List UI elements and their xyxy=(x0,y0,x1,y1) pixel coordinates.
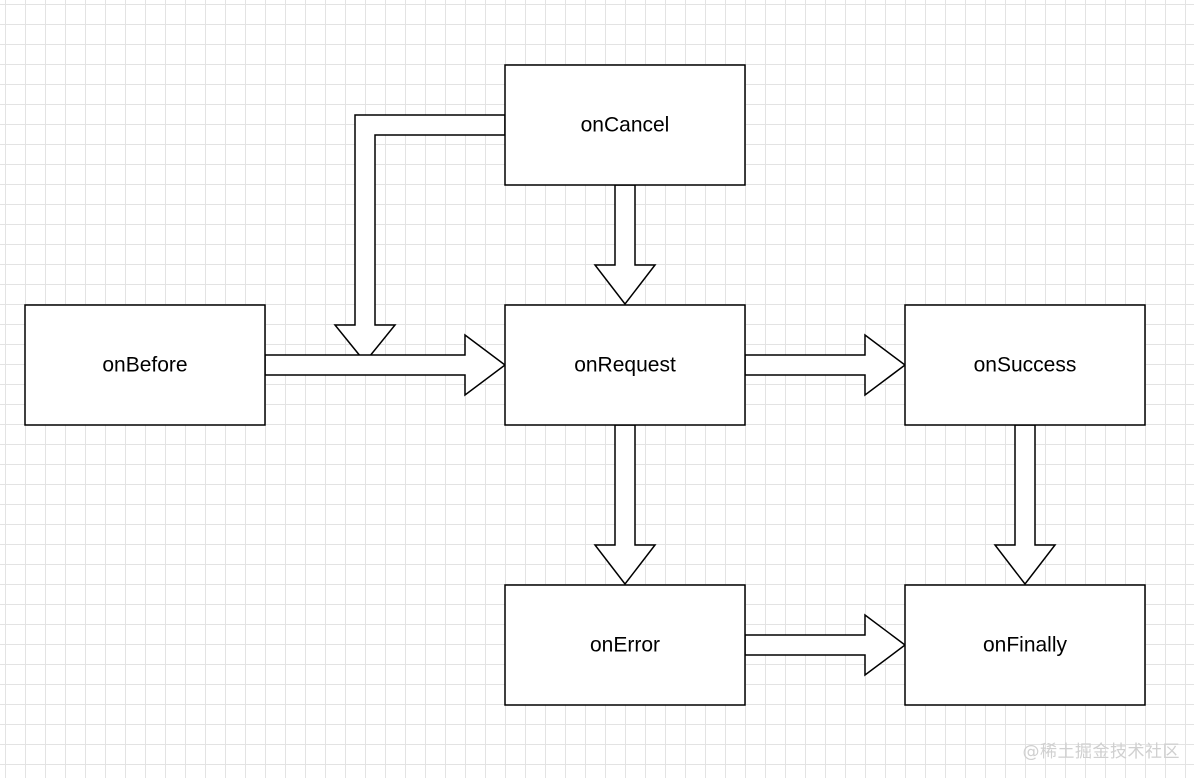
arrow-oncancel-to-link xyxy=(333,114,506,364)
arrow-onrequest-to-onsuccess xyxy=(744,333,907,397)
node-onsuccess-label: onSuccess xyxy=(974,354,1077,377)
node-onfinally-label: onFinally xyxy=(983,634,1068,657)
node-onbefore-box xyxy=(24,304,266,426)
node-onsuccess: onSuccess xyxy=(904,304,1146,426)
arrow-onsuccess-to-onfinally xyxy=(993,424,1057,586)
node-onrequest: onRequest xyxy=(504,304,746,426)
node-onerror-label: onError xyxy=(590,634,660,657)
node-onfinally-box xyxy=(904,584,1146,706)
arrow-onbefore-to-onrequest xyxy=(264,333,507,397)
node-onrequest-label: onRequest xyxy=(574,354,676,377)
arrow-onerror-to-onfinally xyxy=(744,613,907,677)
node-oncancel-label: onCancel xyxy=(581,114,670,137)
node-oncancel: onCancel xyxy=(504,64,746,186)
watermark: @稀土掘金技术社区 xyxy=(1022,742,1180,762)
node-oncancel-box xyxy=(504,64,746,186)
node-onfinally: onFinally xyxy=(904,584,1146,706)
node-onerror: onError xyxy=(504,584,746,706)
arrow-oncancel-to-onrequest xyxy=(593,184,657,306)
arrow-onrequest-to-onerror xyxy=(593,424,657,586)
node-onbefore-label: onBefore xyxy=(102,354,187,377)
node-onbefore: onBefore xyxy=(24,304,266,426)
node-onrequest-box xyxy=(504,304,746,426)
node-onerror-box xyxy=(504,584,746,706)
node-onsuccess-box xyxy=(904,304,1146,426)
